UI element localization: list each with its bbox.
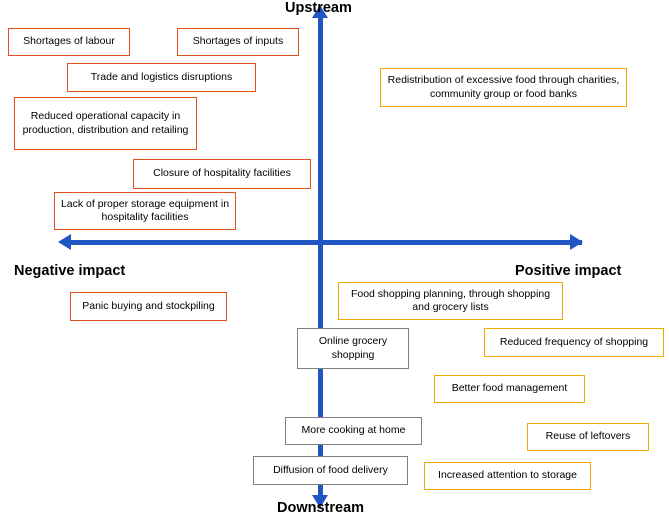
negative-impact-arrowhead	[58, 234, 71, 250]
node-reuse-of-leftovers: Reuse of leftovers	[527, 423, 649, 451]
node-reduced-operational-capacity: Reduced operational capacity in producti…	[14, 97, 197, 150]
node-panic-buying-and-stockpiling: Panic buying and stockpiling	[70, 292, 227, 321]
axis-label-upstream: Upstream	[285, 0, 352, 16]
node-shortages-of-inputs: Shortages of inputs	[177, 28, 299, 56]
node-increased-attention-to-storage: Increased attention to storage	[424, 462, 591, 490]
node-redistribution-of-excessive-food: Redistribution of excessive food through…	[380, 68, 627, 107]
vertical-axis-line	[318, 17, 323, 497]
node-more-cooking-at-home: More cooking at home	[285, 417, 422, 445]
node-online-grocery-shopping: Online grocery shopping	[297, 328, 409, 369]
node-shortages-of-labour: Shortages of labour	[8, 28, 130, 56]
node-closure-of-hospitality-facilities: Closure of hospitality facilities	[133, 159, 311, 189]
horizontal-axis-line	[70, 240, 582, 245]
axis-label-downstream: Downstream	[277, 500, 365, 516]
node-lack-of-proper-storage-equipment: Lack of proper storage equipment in hosp…	[54, 192, 236, 230]
node-reduced-frequency-of-shopping: Reduced frequency of shopping	[484, 328, 664, 357]
node-food-shopping-planning: Food shopping planning, through shopping…	[338, 282, 563, 320]
node-better-food-management: Better food management	[434, 375, 585, 403]
axis-label-positive-impact: Positive impact	[515, 263, 622, 279]
positive-impact-arrowhead	[570, 234, 583, 250]
node-trade-and-logistics-disruptions: Trade and logistics disruptions	[67, 63, 256, 92]
upstream-arrowhead	[312, 5, 328, 18]
axis-label-negative-impact: Negative impact	[14, 263, 126, 279]
downstream-arrowhead	[312, 495, 328, 508]
node-diffusion-of-food-delivery: Diffusion of food delivery	[253, 456, 408, 485]
